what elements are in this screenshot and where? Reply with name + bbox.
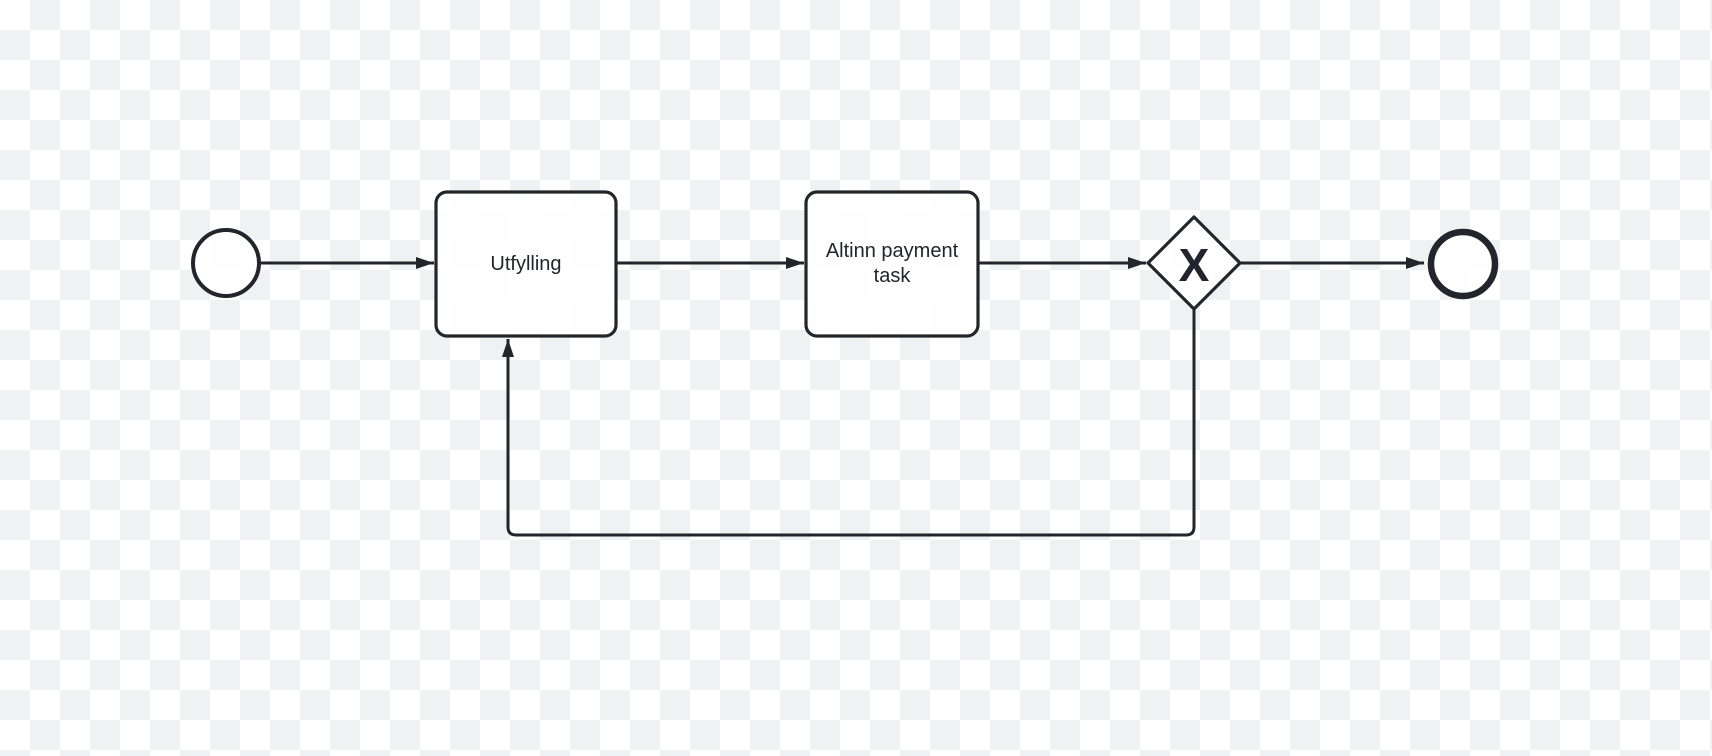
exclusive-gateway-node[interactable]: [1146, 215, 1242, 311]
start-event-node[interactable]: [191, 228, 261, 298]
task-utfylling-label[interactable]: Utfylling: [490, 252, 562, 275]
task-utfylling-node[interactable]: [434, 190, 618, 338]
task-altinn-payment-label[interactable]: Altinn payment task: [825, 240, 959, 287]
end-event-node[interactable]: [1427, 228, 1499, 300]
exclusive-gateway-x-icon: X: [1179, 239, 1210, 291]
flow-gateway-loop-back-to-utfylling[interactable]: [502, 309, 1196, 537]
task-altinn-payment-node[interactable]: [804, 190, 980, 338]
